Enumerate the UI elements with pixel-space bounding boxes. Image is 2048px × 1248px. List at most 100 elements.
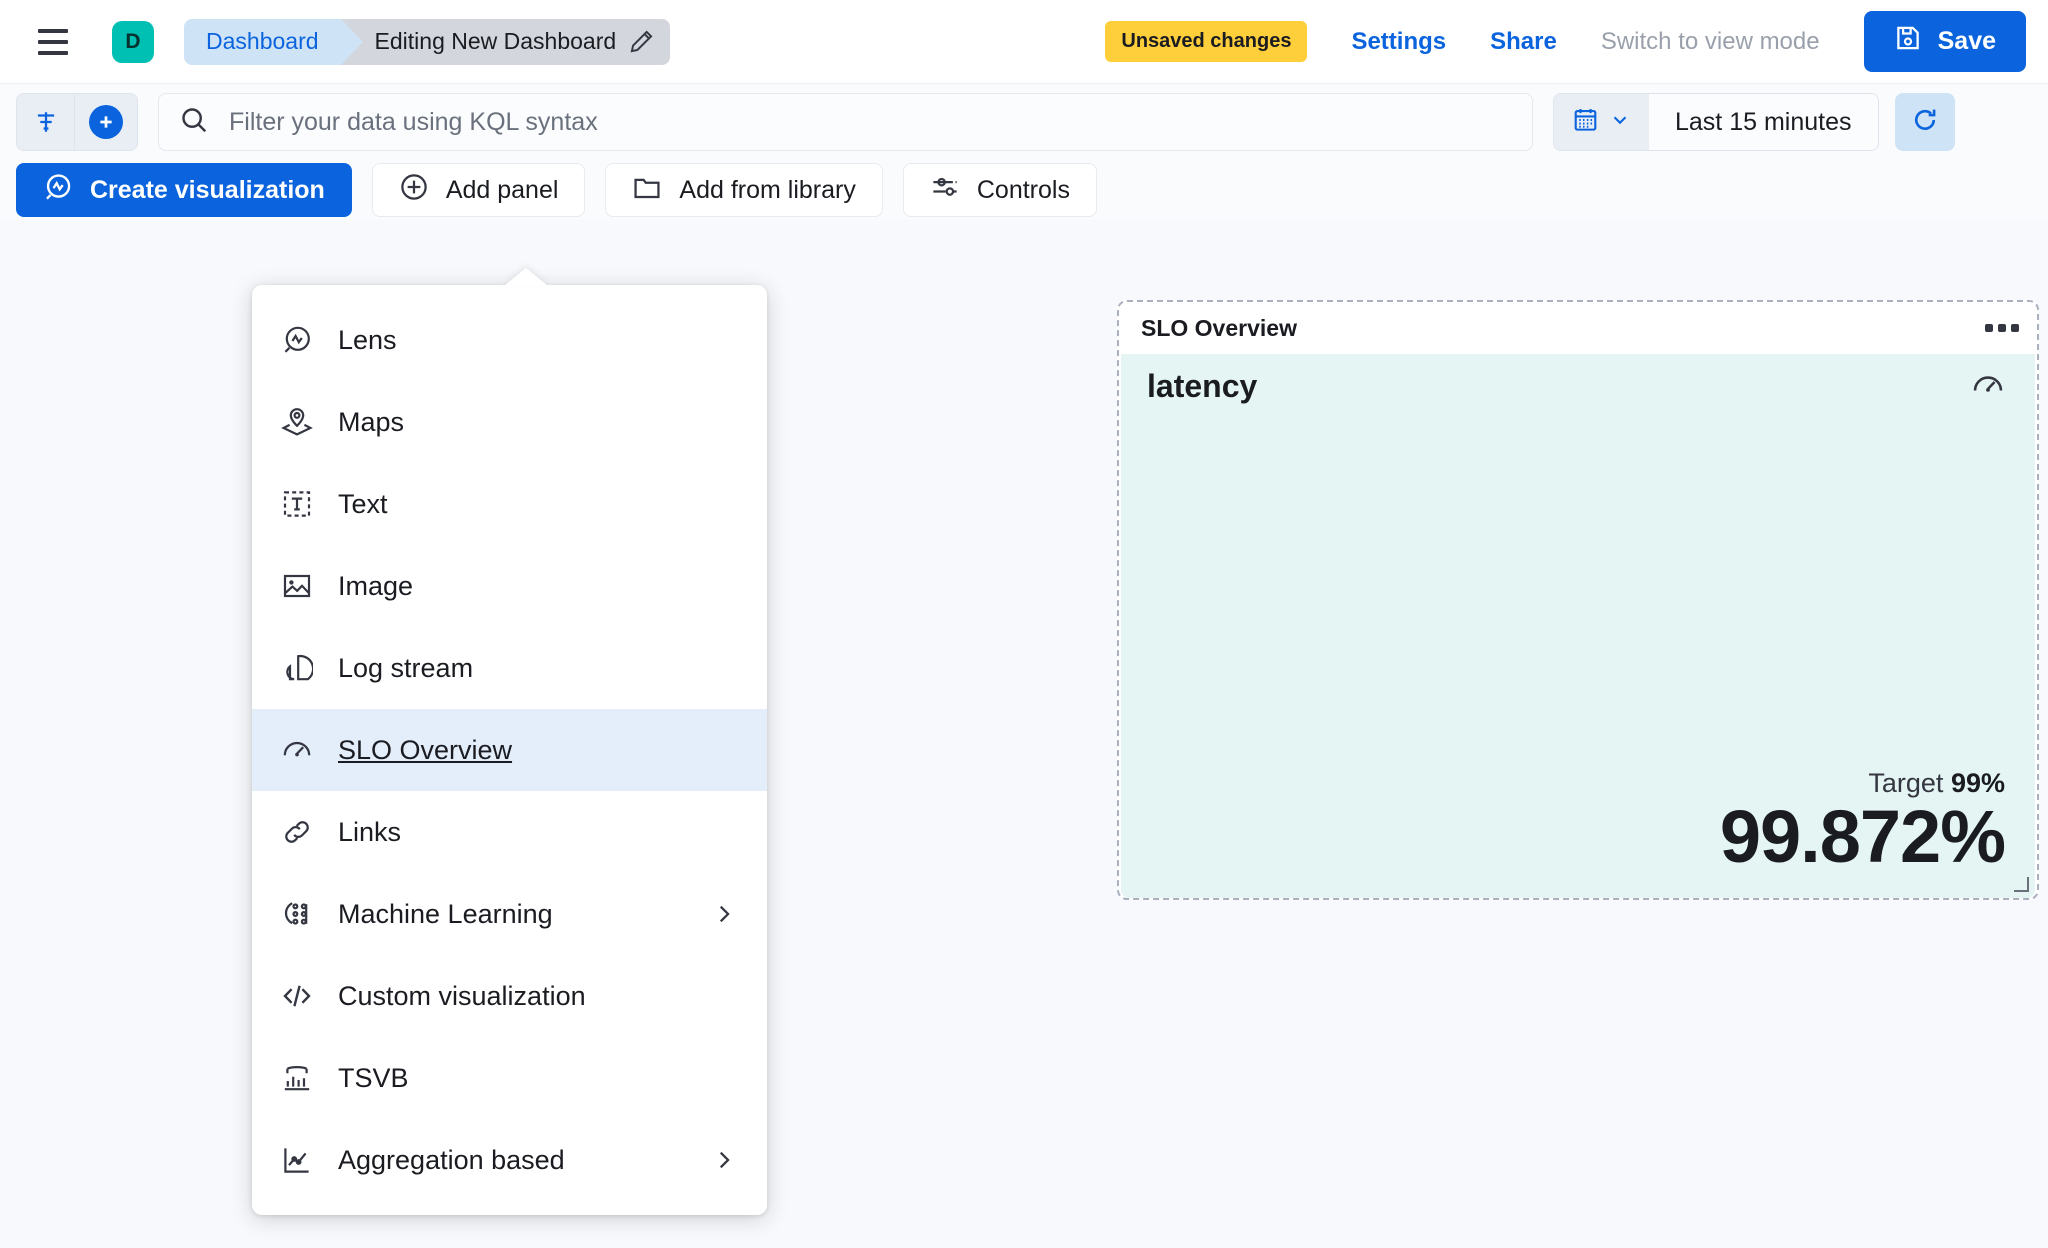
menu-item-log-stream[interactable]: Log stream [252, 627, 767, 709]
menu-arrow [504, 268, 548, 286]
aggregation-icon [280, 1143, 314, 1177]
save-button-label: Save [1937, 27, 1996, 55]
refresh-icon [1911, 106, 1939, 139]
controls-label: Controls [976, 175, 1070, 204]
menu-item-label: Log stream [338, 652, 474, 683]
lens-icon [43, 172, 73, 209]
slo-target-value: 99% [1950, 767, 2005, 798]
add-from-library-label: Add from library [679, 175, 856, 204]
add-filter-button[interactable] [74, 93, 138, 151]
menu-item-aggregation-based[interactable]: Aggregation based [252, 1119, 767, 1201]
filter-controls [16, 93, 138, 151]
menu-item-label: Image [338, 570, 414, 601]
calendar-icon [1572, 106, 1599, 138]
time-range-display[interactable]: Last 15 minutes [1649, 94, 1878, 150]
lens-icon [280, 323, 314, 357]
hamburger-menu-icon[interactable] [30, 19, 76, 65]
menu-item-text[interactable]: Text [252, 463, 767, 545]
refresh-button[interactable] [1894, 93, 1955, 151]
slo-panel-body-top: latency [1147, 368, 2005, 407]
slo-panel-body-bottom: Target 99% 99.872% [1147, 768, 2006, 878]
menu-item-label: SLO Overview [338, 734, 513, 765]
log-stream-icon [280, 651, 314, 685]
breadcrumb-current-label: Editing New Dashboard [374, 28, 617, 54]
menu-item-label: Lens [338, 324, 397, 355]
menu-item-custom-visualization[interactable]: Custom visualization [252, 955, 767, 1037]
panel-title[interactable]: SLO Overview [1141, 314, 1297, 341]
dot [1985, 324, 1993, 332]
global-header: D Dashboard Editing New Dashboard Unsave… [0, 0, 2048, 84]
menu-item-lens[interactable]: Lens [252, 299, 767, 381]
hamburger-bar [38, 39, 68, 44]
menu-item-maps[interactable]: Maps [252, 381, 767, 463]
slo-overview-panel[interactable]: SLO Overview latency T [1117, 300, 2039, 900]
canvas-left-gutter [0, 220, 252, 1248]
menu-item-label: TSVB [338, 1062, 409, 1093]
menu-item-machine-learning[interactable]: Machine Learning [252, 873, 767, 955]
header-actions: Unsaved changes Settings Share Switch to… [1105, 11, 2026, 72]
panel-header: SLO Overview [1119, 302, 2037, 354]
image-icon [280, 569, 314, 603]
slo-sli-value: 99.872% [1719, 794, 2006, 878]
add-panel-label: Add panel [445, 175, 559, 204]
menu-item-label: Maps [338, 406, 405, 437]
search-input[interactable]: Filter your data using KQL syntax [158, 93, 1533, 151]
editor-toolbar: Create visualization Add panel Add from … [0, 160, 2048, 220]
menu-item-slo-overview[interactable]: SLO Overview [252, 709, 767, 791]
add-panel-button[interactable]: Add panel [371, 163, 586, 217]
maps-icon [280, 405, 314, 439]
search-input-placeholder: Filter your data using KQL syntax [229, 107, 598, 136]
breadcrumb-dashboard[interactable]: Dashboard [184, 18, 362, 65]
share-link[interactable]: Share [1490, 27, 1557, 55]
save-disk-icon [1894, 24, 1922, 59]
breadcrumb: Dashboard Editing New Dashboard [184, 18, 671, 65]
save-button[interactable]: Save [1863, 11, 2026, 72]
hamburger-bar [38, 28, 68, 33]
create-visualization-label: Create visualization [90, 175, 325, 204]
chevron-right-icon [711, 901, 737, 927]
query-bar: Filter your data using KQL syntax Las [0, 84, 2048, 160]
menu-item-links[interactable]: Links [252, 791, 767, 873]
space-avatar[interactable]: D [112, 20, 154, 63]
menu-item-label: Links [338, 816, 402, 847]
chevron-down-icon [1609, 109, 1631, 136]
controls-icon [930, 172, 960, 209]
menu-item-tsvb[interactable]: TSVB [252, 1037, 767, 1119]
switch-to-view-mode-link[interactable]: Switch to view mode [1600, 27, 1820, 55]
menu-item-image[interactable]: Image [252, 545, 767, 627]
plus-circle-outline-icon [399, 172, 429, 209]
search-icon [179, 105, 209, 140]
pencil-icon[interactable] [628, 29, 654, 55]
slo-target: Target 99% [1147, 768, 2005, 799]
plus-circle-icon [89, 105, 123, 139]
controls-button[interactable]: Controls [902, 163, 1097, 217]
calendar-icon-button[interactable] [1554, 94, 1649, 150]
filter-icon[interactable] [16, 93, 74, 151]
dot [2011, 324, 2019, 332]
menu-item-label: Machine Learning [338, 898, 553, 929]
text-icon [280, 487, 314, 521]
create-visualization-button[interactable]: Create visualization [16, 163, 352, 217]
settings-link[interactable]: Settings [1351, 27, 1447, 55]
slo-target-label: Target [1868, 767, 1944, 798]
menu-item-label: Custom visualization [338, 980, 586, 1011]
gauge-icon [280, 733, 314, 767]
unsaved-changes-badge[interactable]: Unsaved changes [1105, 21, 1308, 62]
breadcrumb-current[interactable]: Editing New Dashboard [340, 18, 671, 65]
dot [1998, 324, 2006, 332]
hamburger-bar [38, 50, 68, 55]
folder-icon [632, 172, 662, 209]
resize-handle-icon[interactable] [2013, 876, 2031, 894]
date-range-picker[interactable]: Last 15 minutes [1553, 93, 1879, 151]
chevron-right-icon [711, 1147, 737, 1173]
link-icon [280, 815, 314, 849]
add-from-library-button[interactable]: Add from library [605, 163, 883, 217]
machine-learning-icon [280, 897, 314, 931]
slo-metric-name: latency [1147, 368, 1258, 404]
slo-panel-body: latency Target 99% 99.872% [1121, 354, 2035, 898]
panel-options-icon[interactable] [1985, 324, 2019, 332]
tsvb-icon [280, 1061, 314, 1095]
code-icon [280, 979, 314, 1013]
